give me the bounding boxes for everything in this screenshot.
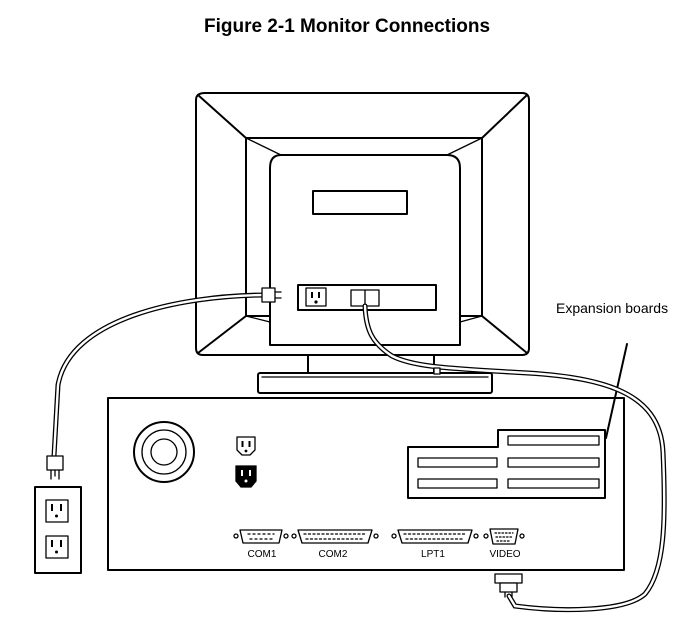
video-label: VIDEO bbox=[489, 549, 520, 560]
video-port bbox=[483, 528, 525, 545]
video-cable-plug bbox=[494, 573, 523, 598]
lpt1-label: LPT1 bbox=[421, 549, 445, 560]
monitor bbox=[195, 92, 530, 394]
fan-icon bbox=[133, 421, 195, 483]
com1-port bbox=[233, 529, 289, 544]
video-cable bbox=[362, 303, 667, 613]
wall-outlet-socket-bottom bbox=[45, 535, 69, 559]
lpt1-port bbox=[391, 529, 479, 544]
monitor-vent-slot bbox=[312, 190, 408, 215]
power-plug-icon bbox=[46, 455, 64, 480]
computer-rear-panel bbox=[107, 397, 625, 571]
ac-inlet-icon bbox=[235, 465, 257, 488]
expansion-boards-callout: Expansion boards bbox=[556, 300, 669, 316]
expansion-boards bbox=[407, 429, 606, 499]
power-cable bbox=[46, 287, 282, 480]
computer-case: COM1 COM2 LPT1 VIDEO bbox=[107, 343, 628, 571]
power-cable-monitor-plug bbox=[261, 287, 282, 303]
wall-outlet-socket-top bbox=[45, 499, 69, 523]
ac-outlet-icon bbox=[236, 436, 256, 456]
monitor-power-inlet bbox=[305, 287, 327, 307]
figure-title: Figure 2-1 Monitor Connections bbox=[203, 16, 491, 37]
wall-outlet bbox=[34, 486, 82, 574]
com1-label: COM1 bbox=[248, 549, 277, 560]
com2-port bbox=[291, 529, 379, 544]
com2-label: COM2 bbox=[319, 549, 348, 560]
